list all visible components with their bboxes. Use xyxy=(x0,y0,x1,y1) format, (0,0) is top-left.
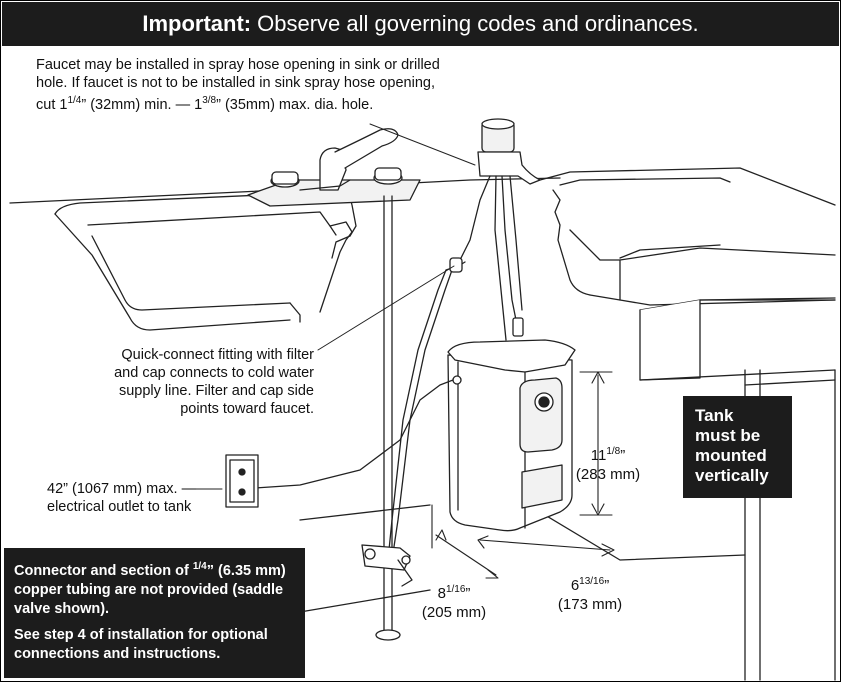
hot-water-dispenser xyxy=(454,118,541,341)
height-unit: ” xyxy=(620,447,626,464)
height-imperial: 111/8” xyxy=(573,442,643,465)
supply-pipe xyxy=(361,195,413,641)
height-dimension: 111/8” (283 mm) xyxy=(573,442,643,484)
faucet-note-line-2: hole. If faucet is not to be installed i… xyxy=(36,75,435,91)
tank xyxy=(447,339,576,532)
width-unit: ” xyxy=(604,577,610,594)
faucet-note-end: ” (35mm) max. dia. hole. xyxy=(216,97,374,113)
tank-box-line-3: mounted xyxy=(695,446,767,465)
tank-box-line-4: vertically xyxy=(695,466,769,485)
info-p1-end: ” (6.35 mm) copper tubing are not provid… xyxy=(14,563,286,617)
tank-orientation-box: Tank must be mounted vertically xyxy=(683,396,792,498)
quick-connect-note: Quick-connect fitting with filter and ca… xyxy=(114,346,314,418)
outlet-note: 42” (1067 mm) max. — electrical outlet t… xyxy=(47,480,196,516)
width-dimension: 613/16” (173 mm) xyxy=(553,572,627,614)
quick-connect-line-3: supply line. Filter and cap side xyxy=(118,383,314,399)
right-sink xyxy=(539,167,836,681)
width-whole: 6 xyxy=(570,577,580,594)
header-banner: Important: Observe all governing codes a… xyxy=(2,2,839,46)
width-imperial: 613/16” xyxy=(553,572,627,595)
tank-box-line-2: must be xyxy=(695,426,761,445)
info-box-paragraph-2: See step 4 of installation for optional … xyxy=(14,627,268,662)
faucet-note-line-1: Faucet may be installed in spray hose op… xyxy=(36,57,440,73)
outlet-note-line-2: electrical outlet to tank xyxy=(47,499,192,515)
depth-whole: 8 xyxy=(437,585,446,602)
quick-connect-line-4: points toward faucet. xyxy=(180,401,314,417)
height-frac: 1/8 xyxy=(606,446,621,457)
depth-imperial: 81/16” xyxy=(418,580,490,603)
info-box-paragraph-1: Connector and section of 1/4” (6.35 mm) … xyxy=(14,557,295,619)
leader-lines xyxy=(187,123,476,490)
floor-lines xyxy=(299,499,746,613)
faucet-note-max-frac: 3/8 xyxy=(202,95,217,106)
info-p1-frac: 1/4 xyxy=(192,561,207,572)
info-p1-start: Connector and section of xyxy=(14,563,193,579)
quick-connect-line-1: Quick-connect fitting with filter xyxy=(121,347,314,363)
faucet-fixture xyxy=(247,128,421,207)
depth-frac: 1/16 xyxy=(445,584,466,595)
depth-metric: (205 mm) xyxy=(421,604,487,621)
faucet-note-cut: cut 1 xyxy=(36,97,68,113)
copper-tubing-info-box: Connector and section of 1/4” (6.35 mm) … xyxy=(4,548,305,678)
dimension-lines xyxy=(431,371,615,579)
height-metric: (283 mm) xyxy=(575,466,641,483)
faucet-note-mid: ” (32mm) min. — 1 xyxy=(81,97,203,113)
depth-dimension: 81/16” (205 mm) xyxy=(418,580,490,622)
header-text: Observe all governing codes and ordinanc… xyxy=(257,11,699,36)
width-metric: (173 mm) xyxy=(557,596,623,613)
faucet-note-min-frac: 1/4 xyxy=(67,95,82,106)
power-cord xyxy=(225,379,454,508)
height-whole: 11 xyxy=(590,447,607,464)
tank-box-line-1: Tank xyxy=(695,406,734,425)
width-frac: 13/16 xyxy=(579,576,605,587)
header-bold: Important: xyxy=(142,11,252,36)
faucet-note: Faucet may be installed in spray hose op… xyxy=(36,56,440,114)
outlet-note-line-1: 42” (1067 mm) max. — xyxy=(47,481,197,497)
quick-connect-line-2: and cap connects to cold water xyxy=(114,365,314,381)
depth-unit: ” xyxy=(465,585,471,602)
faucet-note-line-3: cut 11/4” (32mm) min. — 13/8” (35mm) max… xyxy=(36,92,440,114)
